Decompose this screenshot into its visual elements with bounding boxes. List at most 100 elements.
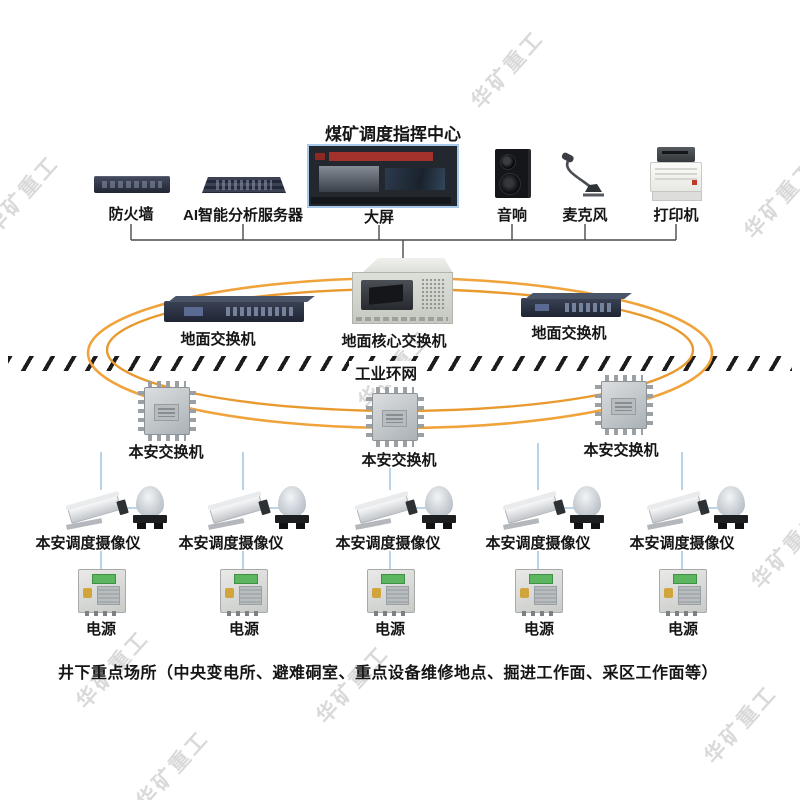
safe-switch-pins: [138, 391, 144, 431]
screen-floor: [311, 197, 451, 204]
underground-sites-caption: 井下重点场所（中央变电所、避难硐室、重点设备维修地点、掘进工作面、采区工作面等）: [58, 665, 719, 682]
bullet-camera: [60, 486, 131, 536]
switch-led-panel: [183, 307, 204, 316]
printer-power-light: [692, 180, 697, 185]
safe-switch-pins: [418, 397, 424, 437]
printer-icon: [650, 147, 702, 201]
camera-label: 本安调度摄像仪: [35, 535, 141, 552]
alarm-dome: [714, 486, 748, 530]
power-knob: [664, 588, 673, 598]
power-box-icon: [76, 569, 126, 617]
dome-cap: [573, 486, 601, 517]
power-display: [381, 574, 405, 584]
dome-cap: [136, 486, 164, 517]
power-feet: [227, 611, 259, 616]
alarm-dome: [422, 486, 456, 530]
safe-switch-pins: [595, 385, 601, 425]
safe-switch-pins: [605, 375, 643, 381]
bullet-camera: [497, 486, 568, 536]
screen-panel: [385, 168, 445, 190]
camera-icon: [644, 486, 748, 532]
dome-cap: [717, 486, 745, 517]
dome-base: [714, 515, 748, 529]
power-feet: [374, 611, 406, 616]
camera-label: 本安调度摄像仪: [629, 535, 735, 552]
safe-switch-pins: [376, 441, 414, 447]
printer-slot: [662, 151, 688, 154]
camera-icon: [205, 486, 309, 532]
switch-led-panel: [535, 303, 549, 312]
alarm-dome: [133, 486, 167, 530]
ai-server-label: AI智能分析服务器: [182, 207, 303, 224]
power-box-icon: [218, 569, 268, 617]
speaker-icon: [495, 149, 531, 198]
speaker-label: 音响: [496, 207, 527, 224]
camera-label: 本安调度摄像仪: [178, 535, 284, 552]
safe-switch-pins: [605, 429, 643, 435]
core-switch-bay: [361, 280, 413, 310]
power-display: [529, 574, 553, 584]
camera-label: 本安调度摄像仪: [335, 535, 441, 552]
microphone-icon: [556, 152, 608, 198]
power-knob: [520, 588, 529, 598]
power-box-icon: [365, 569, 415, 617]
power-box-icon: [657, 569, 707, 617]
safe-switch-icon: [137, 380, 197, 442]
dome-base: [133, 515, 167, 529]
dome-cap: [425, 486, 453, 517]
bullet-camera: [349, 486, 420, 536]
dome-base: [422, 515, 456, 529]
core-switch-top: [362, 258, 453, 273]
camera-icon: [63, 486, 167, 532]
printer-base: [652, 191, 702, 201]
camera-label: 本安调度摄像仪: [485, 535, 591, 552]
power-knob: [83, 588, 92, 598]
printer-top: [657, 147, 695, 162]
firewall-label: 防火墙: [108, 206, 154, 223]
power-label: 电源: [85, 621, 116, 638]
power-feet: [85, 611, 117, 616]
camera-icon: [352, 486, 456, 532]
power-vent: [386, 586, 409, 605]
ground-switch-left-icon: [164, 301, 304, 322]
core-switch-icon: [352, 258, 453, 324]
safe-switch-label: 本安交换机: [128, 444, 204, 461]
screen-panel: [319, 166, 379, 192]
camera-lens: [697, 499, 710, 516]
power-display: [92, 574, 116, 584]
power-knob: [372, 588, 381, 598]
camera-lens: [553, 499, 566, 516]
power-label: 电源: [374, 621, 405, 638]
power-feet: [666, 611, 698, 616]
printer-body: [650, 162, 702, 192]
safe-switch-pins: [366, 397, 372, 437]
safe-switch-icon: [365, 386, 425, 448]
power-vent: [97, 586, 120, 605]
printer-label: 打印机: [653, 207, 699, 224]
bullet-camera: [202, 486, 273, 536]
safe-switch-icon: [594, 374, 654, 436]
dome-cap: [278, 486, 306, 517]
power-knob: [225, 588, 234, 598]
safe-switch-pins: [190, 391, 196, 431]
core-switch-label: 地面核心交换机: [341, 333, 447, 350]
ground-switch-left-label: 地面交换机: [180, 331, 256, 348]
microphone-label: 麦克风: [562, 207, 608, 224]
safe-switch-pins: [148, 435, 186, 441]
big-screen-label: 大屏: [363, 209, 394, 226]
power-label: 电源: [523, 621, 554, 638]
camera-drop-lines: [100, 443, 727, 571]
switch-ports: [225, 306, 293, 317]
power-label: 电源: [667, 621, 698, 638]
power-vent: [534, 586, 557, 605]
safe-switch-plate: [611, 398, 636, 415]
big-screen-icon: [307, 144, 459, 208]
page-title: 煤矿调度指挥中心: [325, 125, 461, 144]
safe-switch-label: 本安交换机: [583, 442, 659, 459]
top-bus-lines: [130, 224, 677, 260]
safe-switch-pins: [376, 387, 414, 393]
alarm-dome: [275, 486, 309, 530]
ground-switch-right-icon: [521, 298, 621, 317]
core-switch-strip: [356, 317, 448, 321]
